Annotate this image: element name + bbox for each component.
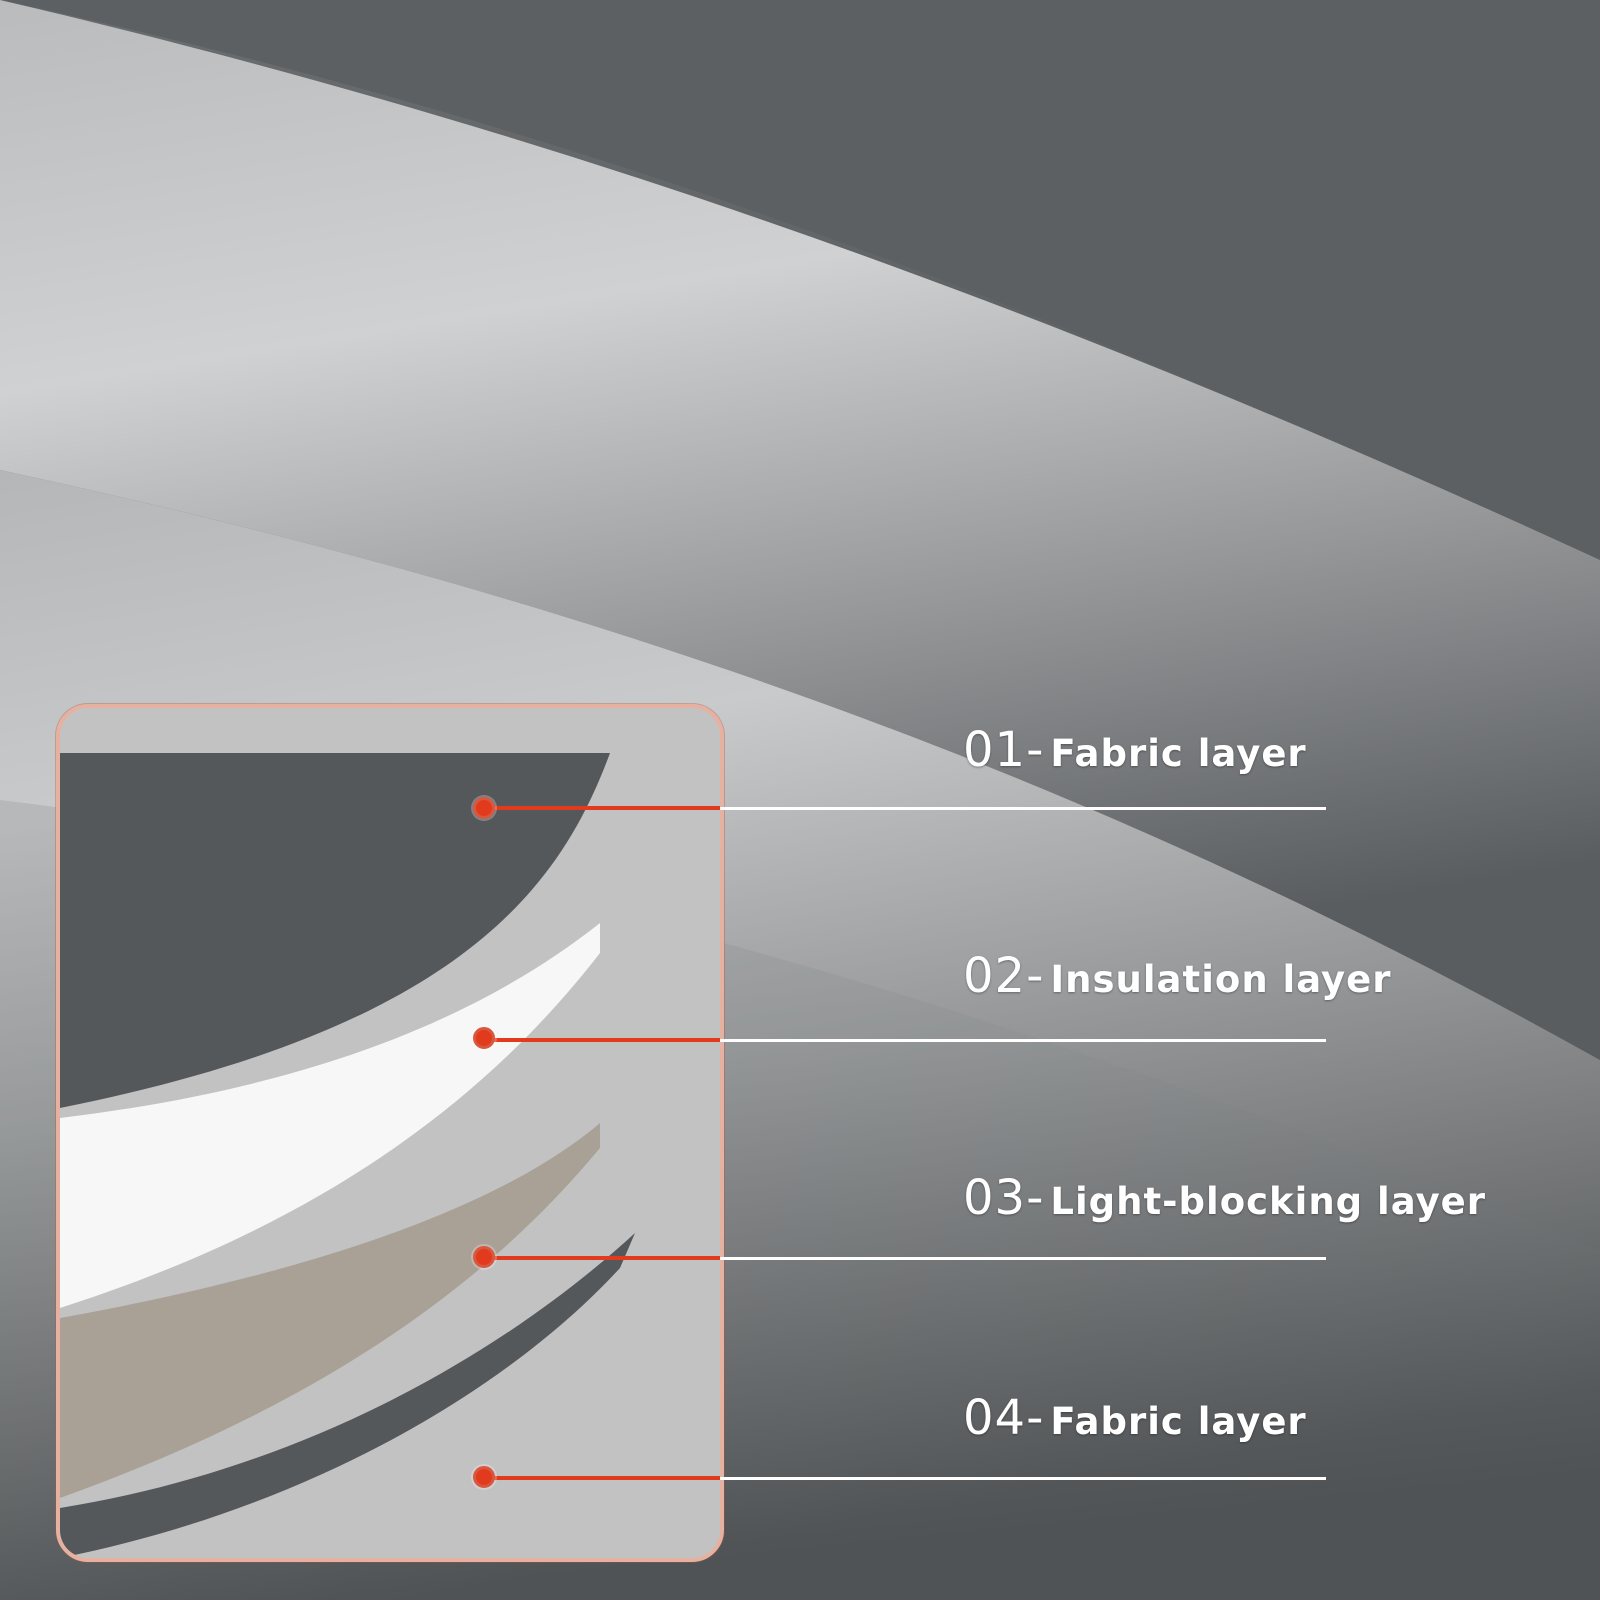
- leader-03-red: [484, 1256, 720, 1260]
- fabric-fold-upper: [0, 0, 1600, 1060]
- marker-03: [473, 1246, 495, 1268]
- leader-03: [720, 1257, 1326, 1260]
- layer-03-shape: [60, 1123, 600, 1498]
- layer-name: Light-blocking layer: [1050, 1180, 1487, 1223]
- marker-01: [473, 797, 495, 819]
- layer-cutaway-illustration: [60, 708, 720, 1558]
- layer-04-shape: [60, 1233, 635, 1558]
- layer-label-01: 01-Fabric layer: [963, 722, 1307, 778]
- layer-label-02: 02-Insulation layer: [963, 948, 1392, 1004]
- fabric-fold-top: [0, 0, 1600, 560]
- layer-number: 02-: [963, 948, 1045, 1004]
- marker-04: [473, 1466, 495, 1488]
- leader-02: [720, 1039, 1326, 1042]
- layer-name: Insulation layer: [1050, 958, 1392, 1001]
- layer-01-shape: [60, 753, 610, 1108]
- leader-02-red: [484, 1038, 720, 1042]
- leader-01: [720, 807, 1326, 810]
- marker-02: [473, 1027, 495, 1049]
- layer-label-04: 04-Fabric layer: [963, 1390, 1307, 1446]
- layer-number: 04-: [963, 1390, 1045, 1446]
- layer-label-03: 03-Light-blocking layer: [963, 1170, 1486, 1226]
- layer-name: Fabric layer: [1050, 732, 1307, 775]
- layer-number: 01-: [963, 722, 1045, 778]
- layer-cutaway-inset: [56, 704, 724, 1562]
- leader-04: [720, 1477, 1326, 1480]
- layer-02-shape: [60, 923, 600, 1308]
- layer-name: Fabric layer: [1050, 1400, 1307, 1443]
- layer-number: 03-: [963, 1170, 1045, 1226]
- leader-01-red: [484, 806, 720, 810]
- leader-04-red: [484, 1476, 720, 1480]
